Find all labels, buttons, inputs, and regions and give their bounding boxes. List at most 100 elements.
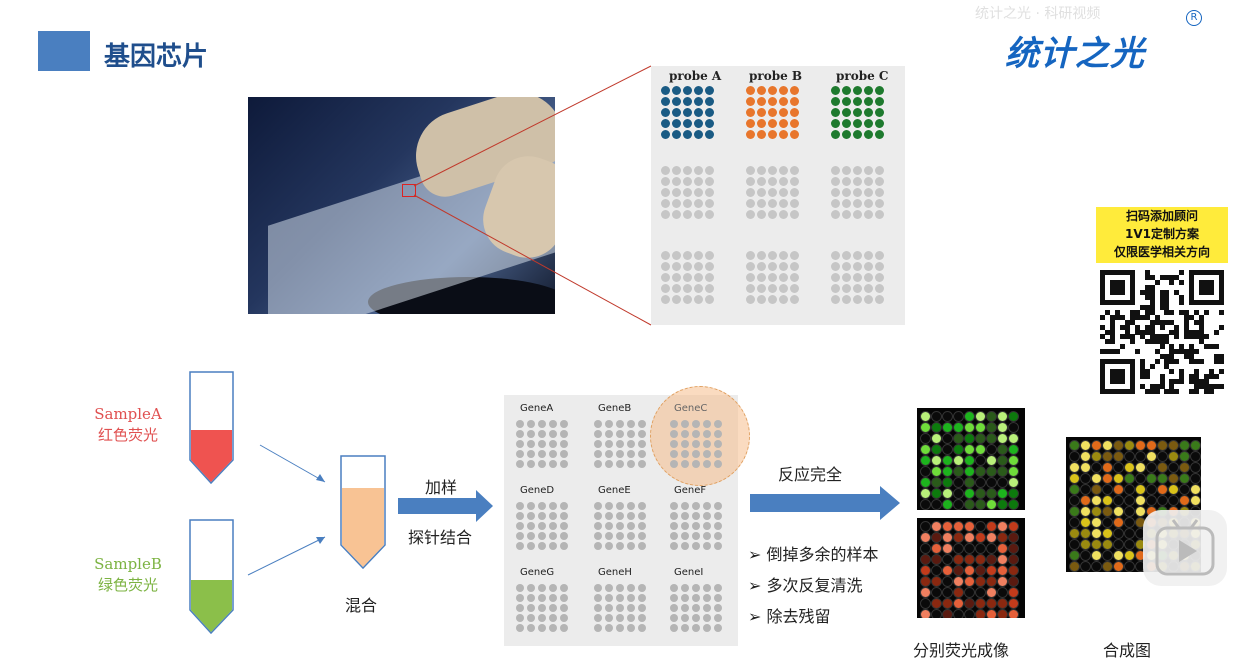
fluorescence-spot [1080,539,1091,550]
gene-dot [692,502,700,510]
qr-module [1164,299,1170,305]
gene-dot [616,450,624,458]
probe-panel: probe A probe B probe C [651,66,905,325]
fluorescence-spot [953,543,964,554]
gene-dot [714,604,722,612]
probe-dot [875,119,884,128]
video-play-button[interactable] [1143,510,1227,586]
fluorescence-spot [997,565,1008,576]
probe-dot [661,284,670,293]
probe-label-a: probe A [669,69,722,83]
qr-module [1219,309,1225,315]
gene-dot [616,502,624,510]
probe-dot [757,177,766,186]
probe-dot [768,130,777,139]
qr-module [1144,374,1150,380]
qr-module [1129,284,1135,290]
probe-dot [875,273,884,282]
probe-dot [779,199,788,208]
gene-dot [527,604,535,612]
probe-dot [831,130,840,139]
qr-module [1189,270,1195,275]
gene-dot [538,532,546,540]
fluorescence-spot [1113,506,1124,517]
gene-dot [670,420,678,428]
fluorescence-spot [1179,484,1190,495]
fluorescence-spot [1080,561,1091,572]
gene-dot [703,460,711,468]
qr-module [1109,374,1115,380]
fluorescence-spot [942,587,953,598]
probe-dot [768,188,777,197]
gene-dot [638,542,646,550]
fluorescence-spot [997,576,1008,587]
qr-module [1100,289,1105,295]
gene-dot [681,440,689,448]
gene-dot [560,502,568,510]
qr-module [1100,359,1105,365]
fluorescence-spot [986,499,997,510]
fluorescence-spot [1091,517,1102,528]
probe-dot [831,262,840,271]
fluorescence-spot [942,477,953,488]
fluorescence-spot [1102,539,1113,550]
fluorescence-spot [1190,484,1201,495]
fluorescence-spot [920,433,931,444]
probe-dot [672,295,681,304]
probe-dot [768,108,777,117]
fluorescence-spot [997,521,1008,532]
qr-module [1199,279,1205,285]
fluorescence-spot [975,521,986,532]
gene-dot [538,502,546,510]
gene-dot [549,532,557,540]
qr-module [1159,339,1165,345]
gene-dot [549,594,557,602]
gene-dot [627,584,635,592]
gene-dot [627,460,635,468]
probe-dot [875,97,884,106]
gene-dot [538,614,546,622]
probe-dot [661,199,670,208]
qr-module [1164,359,1170,365]
fluorescence-spot [1168,451,1179,462]
qr-module [1194,334,1200,340]
qr-module [1189,354,1195,360]
gene-dot [560,604,568,612]
qr-module [1164,339,1170,345]
fluorescence-spot [953,587,964,598]
qr-module [1204,279,1210,285]
gene-dot [538,624,546,632]
gene-dot [594,542,602,550]
probe-dot [757,251,766,260]
probe-dot [672,273,681,282]
qr-module [1124,319,1130,325]
probe-dot [705,262,714,271]
gene-dot [692,624,700,632]
probe-dot [831,210,840,219]
gene-dot [516,460,524,468]
qr-module [1209,369,1215,375]
gene-dot [670,542,678,550]
fluorescence-spot [975,466,986,477]
gene-dot [681,460,689,468]
qr-module [1124,389,1130,395]
probe-label-b: probe B [749,69,803,83]
fluorescence-spot [964,521,975,532]
gene-dot [616,420,624,428]
qr-module [1214,299,1220,305]
qr-module [1109,299,1115,305]
qr-module [1144,309,1150,315]
qr-module [1204,299,1210,305]
qr-module [1104,299,1110,305]
qr-module [1129,289,1135,295]
gene-dot [549,450,557,458]
qr-code[interactable] [1100,270,1225,395]
sample-b-desc: 绿色荧光 [97,576,158,594]
fluorescence-spot [997,543,1008,554]
qr-module [1100,299,1105,305]
fluorescence-spot [964,466,975,477]
gene-dot [538,584,546,592]
gene-dot [692,420,700,428]
fluorescence-spot [1146,462,1157,473]
gene-dot [560,532,568,540]
